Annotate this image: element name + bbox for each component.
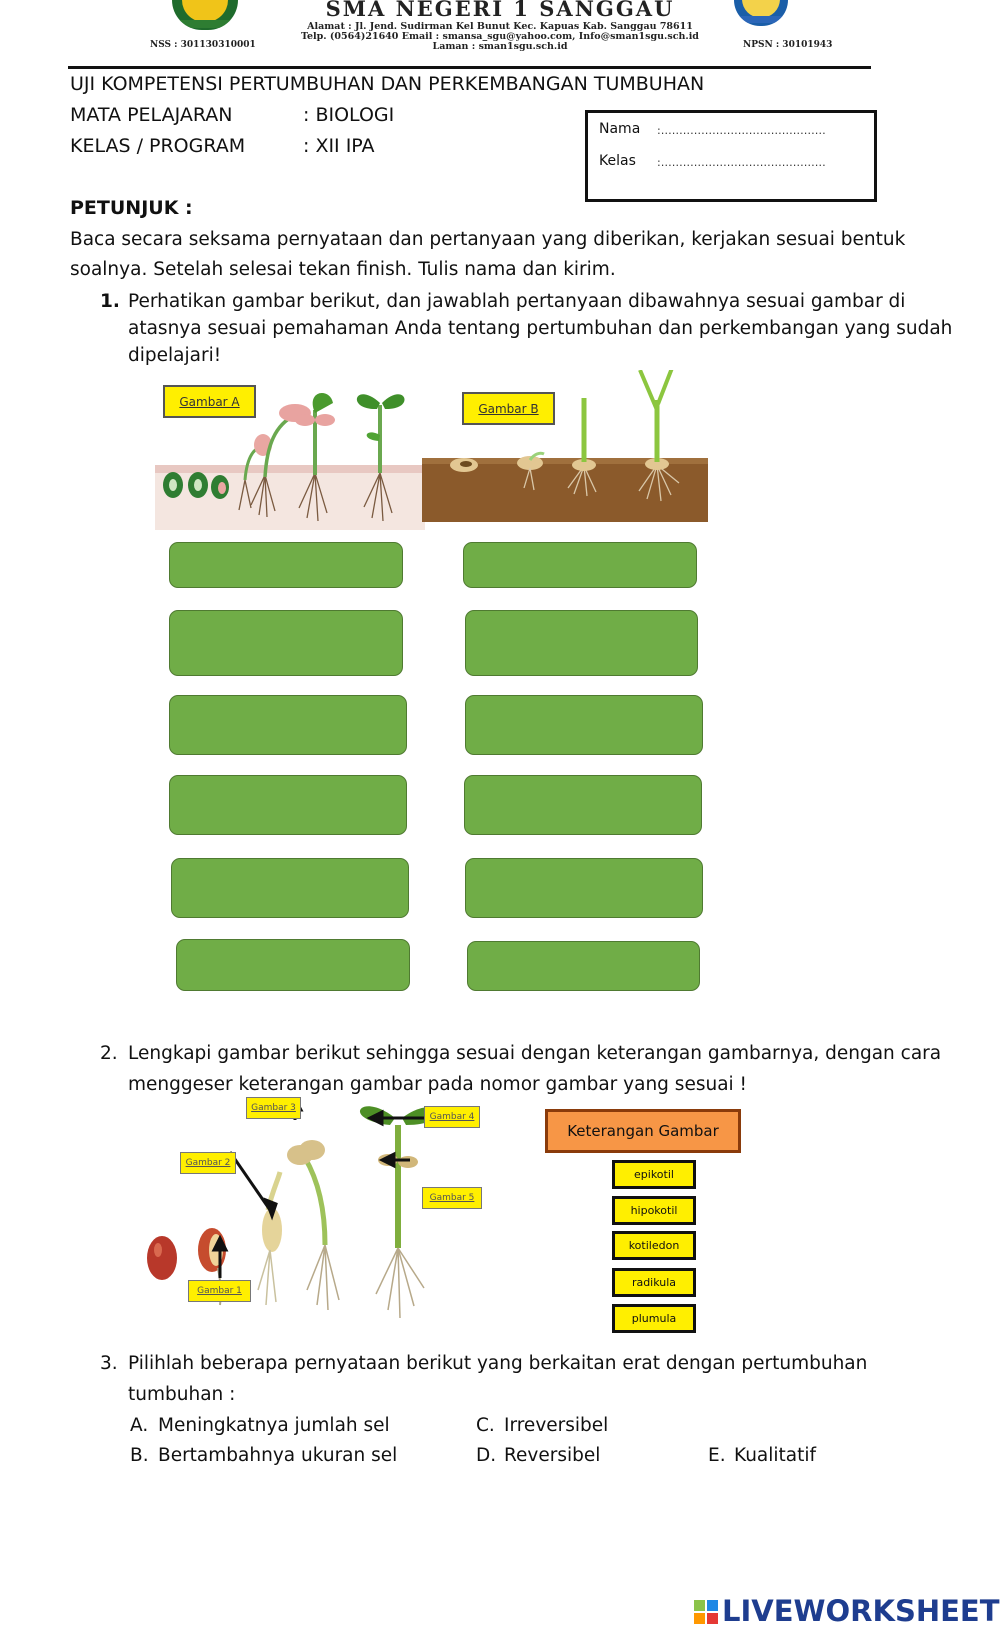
school-address: Alamat : Jl. Jend. Sudirman Kel Bunut Ke…: [307, 21, 693, 32]
province-logo-right: [734, 0, 788, 26]
diagram-tag-5[interactable]: Gambar 5: [422, 1187, 482, 1209]
exam-title: UJI KOMPETENSI PERTUMBUHAN DAN PERKEMBAN…: [70, 73, 705, 95]
answer-box-b-5[interactable]: [465, 858, 703, 918]
liveworksheets-logo-icon: [694, 1600, 718, 1624]
option-chip-epikotil[interactable]: epikotil: [612, 1160, 696, 1189]
answer-box-a-6[interactable]: [176, 939, 410, 991]
option-a-letter[interactable]: A.: [130, 1415, 149, 1436]
answer-box-a-3[interactable]: [169, 695, 407, 755]
option-a-text[interactable]: Meningkatnya jumlah sel: [158, 1415, 390, 1436]
letterhead-divider: [68, 66, 871, 69]
question-2-line-1: Lengkapi gambar berikut sehingga sesuai …: [128, 1043, 942, 1064]
school-name: SMA NEGERI 1 SANGGAU: [325, 0, 675, 21]
dicot-germination-illustration: [155, 392, 425, 530]
picture-b-label: Gambar B: [462, 392, 555, 425]
option-chip-kotiledon[interactable]: kotiledon: [612, 1231, 696, 1260]
class-field-label: Kelas: [599, 153, 636, 169]
diagram-tag-1[interactable]: Gambar 1: [188, 1280, 251, 1302]
answer-box-b-6[interactable]: [467, 941, 700, 991]
answer-box-b-4[interactable]: [464, 775, 702, 835]
answer-box-a-1[interactable]: [169, 542, 403, 588]
name-field[interactable]: :………………………………………: [657, 124, 826, 137]
class-field[interactable]: :………………………………………: [657, 156, 826, 169]
question-2-line-2: menggeser keterangan gambar pada nomor g…: [128, 1074, 747, 1095]
instructions-line-1: Baca secara seksama pernyataan dan perta…: [70, 229, 906, 250]
answer-box-b-1[interactable]: [463, 542, 697, 588]
question-2-number: 2.: [100, 1043, 118, 1064]
answer-box-a-5[interactable]: [171, 858, 409, 918]
subject-label: MATA PELAJARAN: [70, 104, 233, 126]
option-d-text[interactable]: Reversibel: [504, 1445, 601, 1466]
diagram-tag-3[interactable]: Gambar 3: [246, 1097, 301, 1119]
question-3-number: 3.: [100, 1353, 118, 1374]
question-1-line-2: atasnya sesuai pemahaman Anda tentang pe…: [128, 318, 953, 339]
option-chip-plumula[interactable]: plumula: [612, 1304, 696, 1333]
answer-box-b-3[interactable]: [465, 695, 703, 755]
answer-box-a-4[interactable]: [169, 775, 407, 835]
school-website: Laman : sman1sgu.sch.id: [432, 41, 568, 52]
liveworksheets-brand[interactable]: LIVEWORKSHEETS: [722, 1594, 1000, 1628]
option-d-letter[interactable]: D.: [476, 1445, 497, 1466]
class-label: KELAS / PROGRAM: [70, 135, 246, 157]
option-e-text[interactable]: Kualitatif: [734, 1445, 817, 1466]
question-1-number: 1.: [100, 291, 120, 312]
class-value: : XII IPA: [303, 135, 375, 157]
instructions-line-2: soalnya. Setelah selesai tekan finish. T…: [70, 259, 616, 280]
legend-title: Keterangan Gambar: [545, 1109, 741, 1153]
option-c-text[interactable]: Irreversibel: [504, 1415, 609, 1436]
answer-box-b-2[interactable]: [465, 610, 698, 676]
monocot-germination-illustration: [422, 370, 708, 522]
school-logo-left: [172, 0, 238, 30]
nss-number: NSS : 301130310001: [150, 40, 256, 50]
question-1-line-3: dipelajari!: [128, 345, 222, 366]
subject-value: : BIOLOGI: [303, 104, 395, 126]
question-3-line-2: tumbuhan :: [128, 1384, 236, 1405]
option-c-letter[interactable]: C.: [476, 1415, 495, 1436]
answer-box-a-2[interactable]: [169, 610, 403, 676]
npsn-number: NPSN : 30101943: [743, 40, 833, 50]
student-identity-box: [585, 110, 877, 202]
school-contact: Telp. (0564)21640 Email : smansa_sgu@yah…: [301, 31, 699, 42]
question-3-line-1: Pilihlah beberapa pernyataan berikut yan…: [128, 1353, 868, 1374]
option-chip-hipokotil[interactable]: hipokotil: [612, 1196, 696, 1225]
name-label: Nama: [599, 121, 641, 137]
diagram-tag-2[interactable]: Gambar 2: [180, 1152, 236, 1174]
option-b-letter[interactable]: B.: [130, 1445, 149, 1466]
option-b-text[interactable]: Bertambahnya ukuran sel: [158, 1445, 398, 1466]
instructions-heading: PETUNJUK :: [70, 197, 193, 219]
option-e-letter[interactable]: E.: [708, 1445, 726, 1466]
picture-a-label: Gambar A: [163, 385, 256, 418]
diagram-tag-4[interactable]: Gambar 4: [424, 1106, 480, 1128]
option-chip-radikula[interactable]: radikula: [612, 1268, 696, 1297]
question-1-line-1: Perhatikan gambar berikut, dan jawablah …: [128, 291, 906, 312]
